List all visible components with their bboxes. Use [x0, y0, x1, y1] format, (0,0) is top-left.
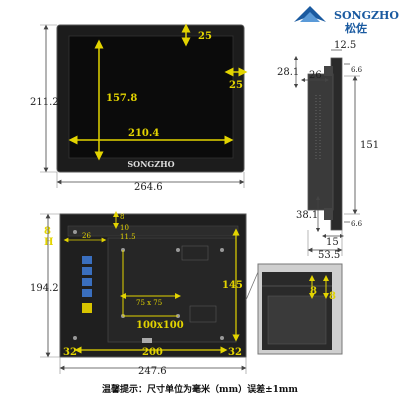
- detail-top-label: 8: [310, 286, 317, 297]
- back-port: [142, 338, 152, 343]
- front-outer-height-label: 211.2: [30, 97, 59, 108]
- back-top-10-label: 10: [120, 224, 129, 232]
- side-view: 12.5 28.1 26 6.6 151 38.1 6.6 15 53.5: [277, 40, 379, 261]
- back-bracket-26-label: 26: [82, 232, 91, 240]
- side-bracket-bottom: [324, 208, 333, 220]
- front-screen-width-label: 210.4: [128, 128, 159, 139]
- logo-brand-text: SONGZHO: [334, 9, 399, 22]
- front-screen-height-label: 157.8: [106, 93, 137, 104]
- back-top-11-5-label: 11.5: [120, 233, 136, 241]
- back-view: 8 10 11.5 26 8 H 75 x 75 100x100 145 194…: [30, 211, 247, 377]
- front-view: SONGZHO 25 25 157.8 210.4 211.2 264.6: [30, 23, 248, 193]
- back-vents: [181, 245, 217, 323]
- back-overall-height-label: 194.2: [30, 283, 59, 294]
- back-top-strip: [67, 225, 239, 237]
- side-lower-left-label: 38.1: [296, 210, 318, 221]
- back-top-8-label: 8: [120, 213, 124, 221]
- side-bracket-top: [324, 66, 333, 76]
- side-right-offset-top-label: 6.6: [351, 66, 363, 74]
- brand-logo: SONGZHO 松佐: [294, 6, 399, 35]
- back-mount-height-label: 145: [222, 280, 243, 291]
- side-body: [307, 73, 334, 211]
- side-top-depth-label: 12.5: [334, 40, 356, 51]
- front-bezel-top-label: 25: [198, 31, 212, 42]
- back-overall-width-label: 247.6: [138, 366, 167, 377]
- side-height-left-label: 28.1: [277, 67, 299, 78]
- bezel-logo: SONGZHO: [127, 159, 174, 169]
- detail-side-label: 8: [329, 291, 336, 302]
- back-hole-span-label: 200: [142, 347, 163, 358]
- side-right-offset-bottom-label: 6.6: [351, 220, 363, 228]
- side-overall-depth-label: 53.5: [318, 250, 340, 261]
- side-bracket-depth-label: 26: [309, 70, 322, 81]
- back-inner-plate: [107, 237, 237, 343]
- control-buttons: [82, 256, 92, 313]
- front-outer-width-label: 264.6: [134, 182, 163, 193]
- footer-note: 温馨提示：尺寸单位为毫米（mm）误差±1mm: [102, 383, 298, 395]
- back-left-8-label: 8: [44, 226, 51, 237]
- side-bottom-small-label: 15: [326, 237, 339, 248]
- back-h-mark: H: [44, 237, 53, 248]
- side-vertical-span-label: 151: [360, 140, 379, 151]
- front-bezel-right-label: 25: [229, 80, 243, 91]
- detail-callout: 8 8: [245, 263, 343, 355]
- back-right-32-label: 32: [228, 347, 242, 358]
- logo-brand-cn: 松佐: [345, 21, 367, 35]
- back-left-32-label: 32: [63, 347, 77, 358]
- vesa-small-label: 75 x 75: [136, 299, 162, 307]
- vesa-large-label: 100x100: [136, 320, 184, 331]
